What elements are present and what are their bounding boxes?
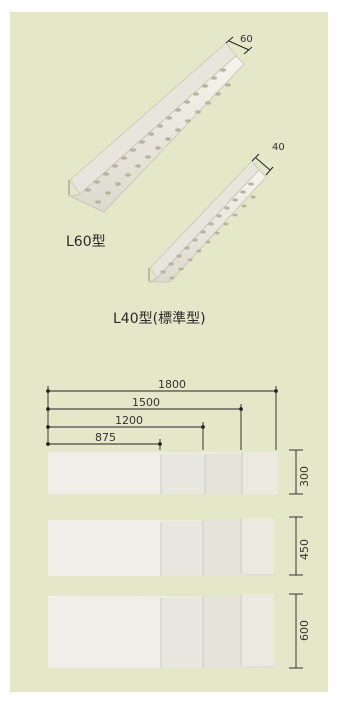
- length-1200: 1200: [115, 414, 143, 427]
- l40-slot-holes: [160, 182, 256, 280]
- l60-width-dimension: [225, 36, 253, 55]
- shelf-board-300: [48, 452, 278, 494]
- shelf-board-600: [48, 594, 274, 668]
- length-1500: 1500: [132, 396, 160, 409]
- l60-type-label: L60型: [66, 234, 106, 250]
- l40-type-label: L40型(標準型): [113, 311, 206, 327]
- l60-slot-holes: [84, 68, 231, 204]
- l40-angle-rail: 40: [148, 142, 285, 283]
- length-1800: 1800: [158, 378, 186, 391]
- depth-600: 600: [298, 620, 311, 641]
- depth-dimensions: [289, 449, 303, 669]
- l60-angle-rail: 60: [68, 34, 253, 213]
- shelf-board-450: [48, 518, 274, 576]
- l40-width-value: 40: [272, 142, 285, 153]
- depth-300: 300: [298, 466, 311, 487]
- depth-450: 450: [298, 539, 311, 560]
- l60-width-value: 60: [240, 34, 253, 45]
- l40-width-dimension: [251, 153, 274, 176]
- length-dimensions: [46, 386, 278, 450]
- length-875: 875: [95, 431, 116, 444]
